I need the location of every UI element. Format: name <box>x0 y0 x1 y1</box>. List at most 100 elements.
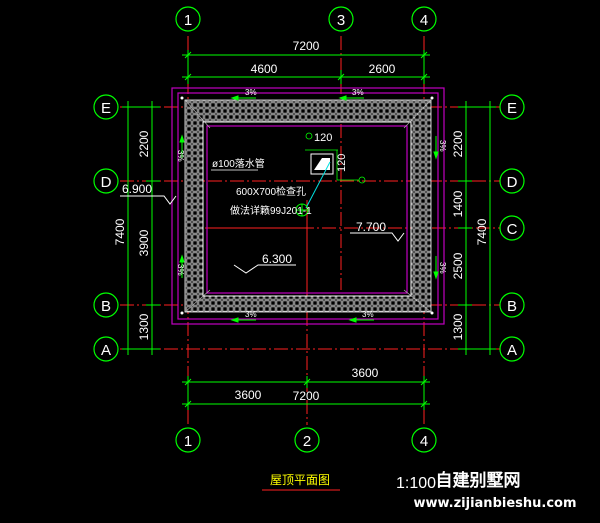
dim-top-left: 4600 <box>251 62 278 76</box>
top-dim-slash-d <box>337 73 345 81</box>
bubble-label-bottom-1: 1 <box>184 433 192 450</box>
bottom-dim-slash-e <box>420 400 428 408</box>
dim-right-seg3: 2500 <box>451 252 465 279</box>
top-dim-slash-b <box>420 51 428 59</box>
slope-label-bottom-right: 3% <box>362 310 374 319</box>
slope-head-left-bottom <box>179 254 185 263</box>
dim-bottom-total: 7200 <box>293 389 320 403</box>
bubble-bottom-4 <box>411 427 437 453</box>
dim-left-seg1: 2200 <box>137 130 151 157</box>
bubble-right-B <box>499 292 525 318</box>
inner-axis-segments <box>205 200 308 290</box>
top-dim-slash-e <box>420 73 428 81</box>
slope-head-bottom-left <box>230 317 239 323</box>
top-dimensions <box>182 50 430 84</box>
bubble-label-left-E: E <box>101 100 111 117</box>
slope-label-right-bottom: 3% <box>438 262 447 274</box>
elev-mark-left <box>120 195 177 205</box>
brand-url: www.zijianbieshu.com <box>413 496 576 511</box>
elev-label-right: 7.700 <box>356 220 386 234</box>
bubble-top-1 <box>175 6 201 32</box>
bubble-label-right-B: B <box>507 298 517 315</box>
bubble-left-E <box>93 94 119 120</box>
bottom-dim-slash-d <box>184 400 192 408</box>
slope-head-left-top <box>179 134 185 143</box>
bubble-bottom-2 <box>294 427 320 453</box>
bottom-dim-slash-a <box>184 378 192 386</box>
dim-right-seg2: 1400 <box>451 190 465 217</box>
slope-label-top-right: 3% <box>352 88 364 97</box>
bubble-left-B <box>93 292 119 318</box>
bubble-left-D <box>93 168 119 194</box>
corner-hatch <box>184 99 432 313</box>
drain-pipe-note: ø100落水管 <box>212 157 265 170</box>
corner-hatch-br <box>403 289 432 313</box>
hatch-ref-note: 做法详籁99J201-1 <box>230 204 312 217</box>
elev-label-left: 6.900 <box>122 182 152 196</box>
bubble-top-3 <box>328 6 354 32</box>
bubble-label-bottom-2: 2 <box>303 433 311 450</box>
hatch-leader <box>305 161 331 209</box>
bottom-dimensions <box>182 376 430 410</box>
elev-mark-right <box>350 232 405 242</box>
dim-left-seg2: 3900 <box>137 229 151 256</box>
wall-outlines <box>171 87 445 325</box>
outer-wall-inner <box>177 92 439 320</box>
drain-mark-tl <box>180 96 184 100</box>
bottom-dim-slash-b <box>303 378 311 386</box>
elevation-marks <box>120 195 405 274</box>
drain-mark-bl <box>180 311 184 315</box>
bubble-label-right-C: C <box>507 221 518 238</box>
left-dimensions <box>122 101 160 355</box>
bubble-right-D <box>499 168 525 194</box>
corner-hatch-tl <box>184 99 211 129</box>
slope-label-left-top: 3% <box>176 150 185 162</box>
dim-bottom-right: 3600 <box>352 366 379 380</box>
drain-mark-br <box>430 311 434 315</box>
dim-top-total: 7200 <box>293 39 320 53</box>
hatch-size-note: 600X700检查孔 <box>236 185 306 198</box>
grid-bubbles <box>93 6 525 453</box>
corner-drain-marks <box>180 96 434 315</box>
bubble-label-top-4: 4 <box>420 12 428 29</box>
hatch-ref-dot-top <box>305 132 313 140</box>
slope-head-right-top <box>433 151 439 160</box>
bubble-label-left-D: D <box>101 174 112 191</box>
hatch-opening <box>314 158 330 170</box>
outer-wall <box>171 87 445 325</box>
corner-hatch-tr <box>403 99 432 129</box>
roof-hatch <box>211 132 366 217</box>
slope-head-top-right <box>338 95 347 101</box>
dim-right-total: 7400 <box>475 218 489 245</box>
dim-bottom-left: 3600 <box>235 388 262 402</box>
drawing-scale: 1:100 <box>396 475 436 492</box>
drain-mark-tr <box>430 96 434 100</box>
bubble-left-A <box>93 336 119 362</box>
top-dim-slash-c <box>184 73 192 81</box>
dim-left-seg3: 1300 <box>137 313 151 340</box>
hole-dim-v: 120 <box>336 154 348 172</box>
bubble-label-right-E: E <box>507 100 517 117</box>
bubble-label-top-1: 1 <box>184 12 192 29</box>
hatch-ref-dot-right <box>358 176 366 184</box>
bubble-right-C <box>499 215 525 241</box>
bubble-label-right-A: A <box>507 342 517 359</box>
bubble-label-bottom-4: 4 <box>420 433 428 450</box>
bubble-label-left-A: A <box>101 342 111 359</box>
drawing-footer: 屋顶平面图 1:100 自建别墅网 www.zijianbieshu.com <box>262 470 577 511</box>
dim-top-right: 2600 <box>369 62 396 76</box>
bottom-dim-slash-c <box>420 378 428 386</box>
corner-hatch-bl <box>184 289 211 313</box>
bubble-right-A <box>499 336 525 362</box>
slope-label-left-bottom: 3% <box>176 264 185 276</box>
slope-label-top-left: 3% <box>245 88 257 97</box>
slope-label-bottom-left: 3% <box>245 310 257 319</box>
bubble-label-left-B: B <box>101 298 111 315</box>
slope-head-right-bottom <box>433 271 439 280</box>
grid-axis-lines <box>120 36 500 425</box>
bubble-label-right-D: D <box>507 174 518 191</box>
bubble-right-E <box>499 94 525 120</box>
elev-mark-center <box>233 264 296 274</box>
hatch-frame <box>310 153 334 175</box>
